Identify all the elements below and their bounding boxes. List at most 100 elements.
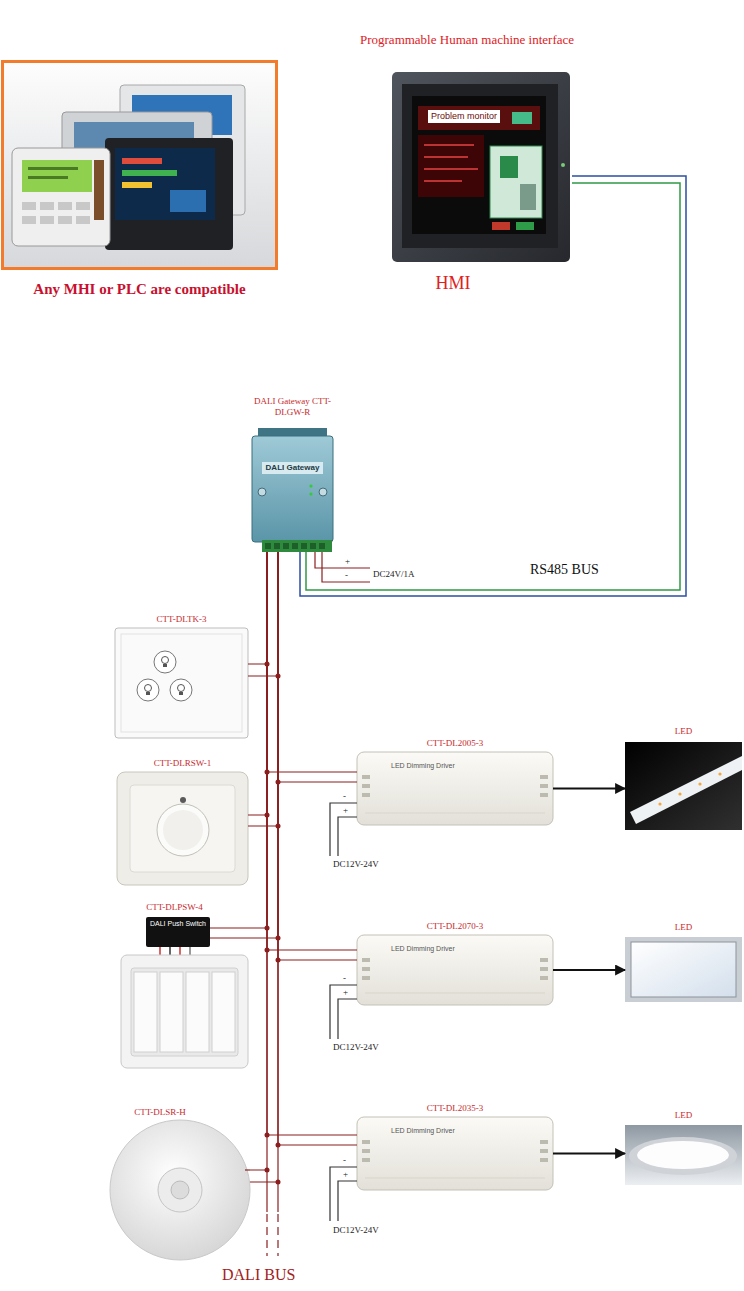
- hmi-photo-collage: [122, 182, 152, 188]
- hmi-photo-collage: [105, 138, 233, 250]
- motion-sensor-illustration: [110, 1120, 250, 1260]
- hmi-photo-collage: [40, 202, 54, 210]
- hmi-photo-collage: [76, 202, 90, 210]
- hmi-illustration: [392, 72, 570, 262]
- push-switch-illustration: [186, 972, 209, 1052]
- hmi-photo-collage: [122, 158, 162, 164]
- bus-wire: [265, 552, 358, 1148]
- junction-dot: [265, 1133, 270, 1138]
- led-driver-illustration: [362, 1149, 370, 1153]
- led-driver-illustration: [540, 1140, 548, 1144]
- push-switch-illustration: [179, 947, 181, 955]
- gateway-illustration: [310, 543, 316, 549]
- led-driver-illustration: [540, 784, 548, 788]
- hmi-panel: Programmable Human machine interfaceProb…: [390, 72, 572, 262]
- led-tube-photo: [630, 756, 742, 824]
- led-driver-illustration: [357, 935, 553, 1005]
- connector-line: [267, 552, 357, 950]
- hmi-illustration: [418, 106, 540, 130]
- led-driver-illustration: [362, 784, 370, 788]
- push-switch-illustration: [159, 947, 161, 955]
- dali-gateway: DALI Gateway CTT-DLGW-RDALI Gateway: [252, 428, 333, 552]
- touch-panel-illustration: [170, 679, 192, 701]
- touch-panel-illustration: [163, 664, 167, 667]
- hmi-illustration: [520, 184, 536, 210]
- gateway-illustration: [265, 543, 271, 549]
- push-switch-illustration: [131, 968, 238, 1056]
- connector-line: [248, 552, 278, 676]
- touch-panel: CTT-DLTK-3: [115, 628, 248, 738]
- bus-continuation: [266, 1170, 267, 1212]
- polarity-sign: +: [345, 556, 350, 566]
- touch-panel-illustration: [115, 628, 248, 738]
- power-wire: [322, 552, 370, 582]
- motion-sensor-illustration: [158, 1168, 202, 1212]
- rotary-dimmer-illustration: [130, 785, 235, 872]
- hmi-illustration: [418, 135, 484, 197]
- push-switch-illustration: [160, 972, 183, 1052]
- model-label: CTT-DLRSW-1: [117, 758, 248, 769]
- bus-continuation: [277, 1182, 278, 1212]
- model-label: CTT-DLPSW-4: [111, 902, 238, 913]
- gateway-illustration: [283, 543, 289, 549]
- hmi-photo-collage: [12, 148, 110, 246]
- hmi-illustration: [561, 163, 565, 167]
- hmi-illustration: [490, 146, 542, 218]
- hmi-heading: Programmable Human machine interface: [326, 32, 608, 48]
- power-wire: [338, 1181, 357, 1221]
- gateway-illustration: [262, 540, 332, 552]
- bus-continuation: [266, 1214, 267, 1256]
- touch-panel-illustration: [115, 628, 248, 738]
- output-arrow: [553, 970, 625, 971]
- gateway-illustration: [252, 428, 333, 552]
- push-switch-illustration: [121, 917, 248, 1068]
- model-label: CTT-DL2035-3: [357, 1103, 553, 1114]
- output-arrow: [553, 788, 625, 789]
- rotary-dimmer-illustration: [157, 804, 209, 856]
- led-tube-photo: [698, 782, 701, 785]
- connector-line: [553, 788, 625, 790]
- connector-line: [248, 552, 267, 664]
- hmi-photo-collage: [58, 202, 72, 210]
- connector-line: [248, 552, 267, 928]
- led-driver-illustration: [540, 1149, 548, 1153]
- bus-wire: [300, 176, 686, 596]
- bus-wire: [248, 552, 281, 679]
- polarity-sign: +: [343, 1169, 348, 1179]
- led-driver-illustration: [540, 775, 548, 779]
- led-downlight-photo: [625, 1125, 742, 1185]
- driver-plate-text: LED Dimming Driver: [391, 762, 455, 770]
- led-driver-illustration: [357, 752, 553, 1190]
- connector-line: [553, 1153, 625, 1155]
- polarity-sign: +: [343, 805, 348, 815]
- led-lamp: LED: [625, 937, 742, 1002]
- led-tube-photo: [625, 742, 742, 830]
- hmi-photo-collage: [170, 190, 206, 212]
- supply-rating: DC12V-24V: [333, 859, 379, 869]
- hmi-photo-collage: [76, 216, 90, 224]
- led-tube-photo: [718, 772, 721, 775]
- power-wire: [315, 552, 370, 1221]
- motion-sensor-illustration: [110, 1120, 250, 1260]
- led-driver-illustration: [362, 958, 370, 962]
- led-driver-illustration: [540, 1158, 548, 1162]
- led-downlight-photo: [629, 1137, 737, 1175]
- touch-panel-illustration: [154, 651, 176, 673]
- led-panel-photo: [625, 937, 742, 1002]
- hmi-photo-collage: [4, 63, 275, 267]
- led-driver-illustration: [357, 1117, 553, 1190]
- connector-line: [306, 183, 680, 590]
- led-tube-photo: [658, 802, 661, 805]
- motion-sensor-illustration: [171, 1181, 189, 1199]
- gateway-illustration: [258, 488, 266, 496]
- hmi-illustration: [412, 96, 546, 234]
- model-label: CTT-DL2005-3: [357, 738, 553, 749]
- polarity-sign: -: [345, 570, 348, 580]
- hmi-illustration: [424, 156, 468, 158]
- led-driver-illustration: [540, 958, 548, 962]
- led-panel-photo: [631, 942, 736, 997]
